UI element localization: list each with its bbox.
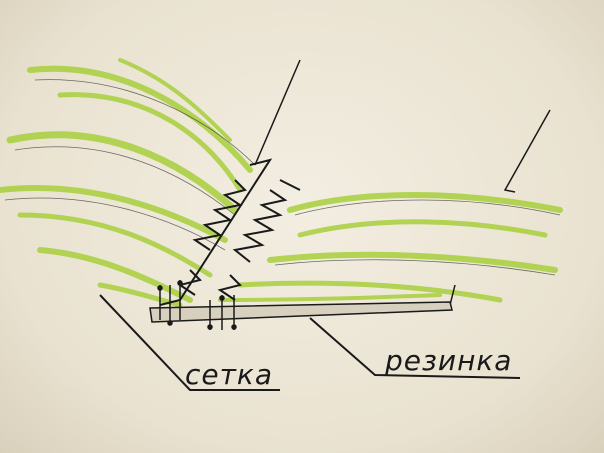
label-mesh: сетка xyxy=(185,358,273,391)
label-elastic: резинка xyxy=(384,344,512,377)
stitches xyxy=(157,280,237,330)
elastic-band xyxy=(149,301,453,323)
leader-lines xyxy=(99,294,521,391)
hair-strands xyxy=(0,58,563,308)
hair-outlines xyxy=(4,79,561,276)
support-lines xyxy=(159,59,551,319)
